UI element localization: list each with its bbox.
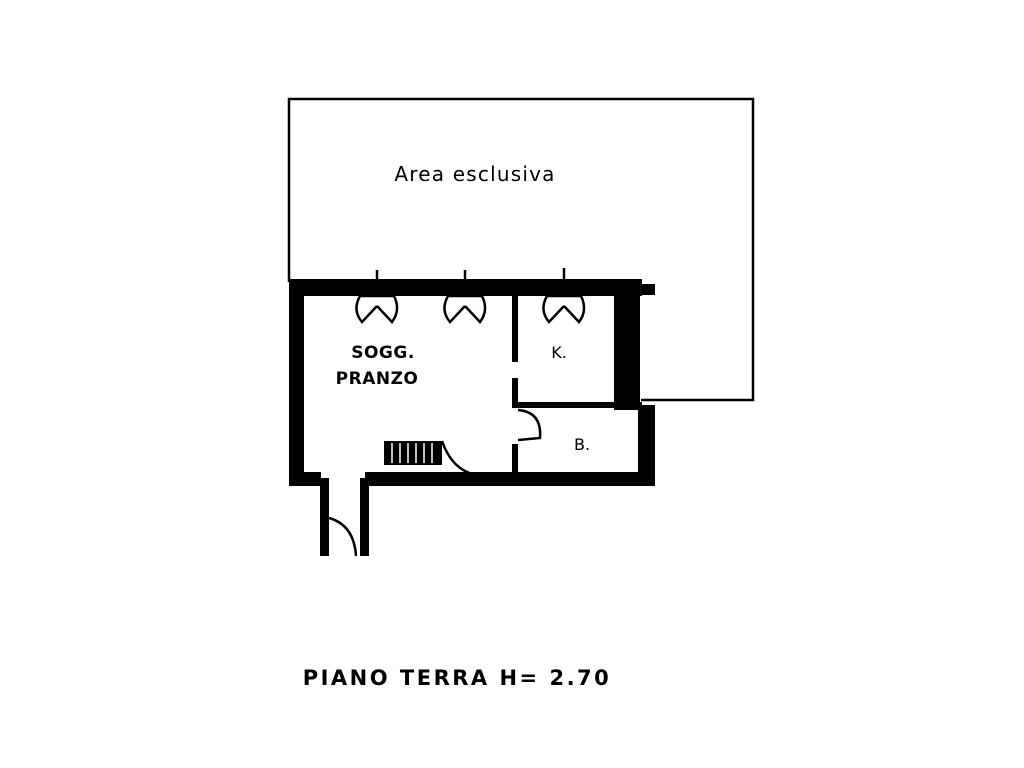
living-label-line1: SOGG. xyxy=(351,343,415,363)
french-door-2 xyxy=(443,270,487,324)
floor-label: PIANO TERRA H= 2.70 xyxy=(303,666,612,690)
french-door-3 xyxy=(542,268,586,324)
entrance-door xyxy=(328,516,358,557)
stairs xyxy=(391,443,433,463)
french-door-1 xyxy=(355,270,399,324)
bath-door xyxy=(517,408,542,442)
kitchen-label: K. xyxy=(551,343,567,362)
stair-curve xyxy=(440,440,477,477)
area-label: Area esclusiva xyxy=(394,162,555,186)
exclusive-area xyxy=(287,97,755,402)
bath-label: B. xyxy=(574,435,590,454)
walls xyxy=(289,279,655,556)
living-label-line2: PRANZO xyxy=(336,369,419,389)
